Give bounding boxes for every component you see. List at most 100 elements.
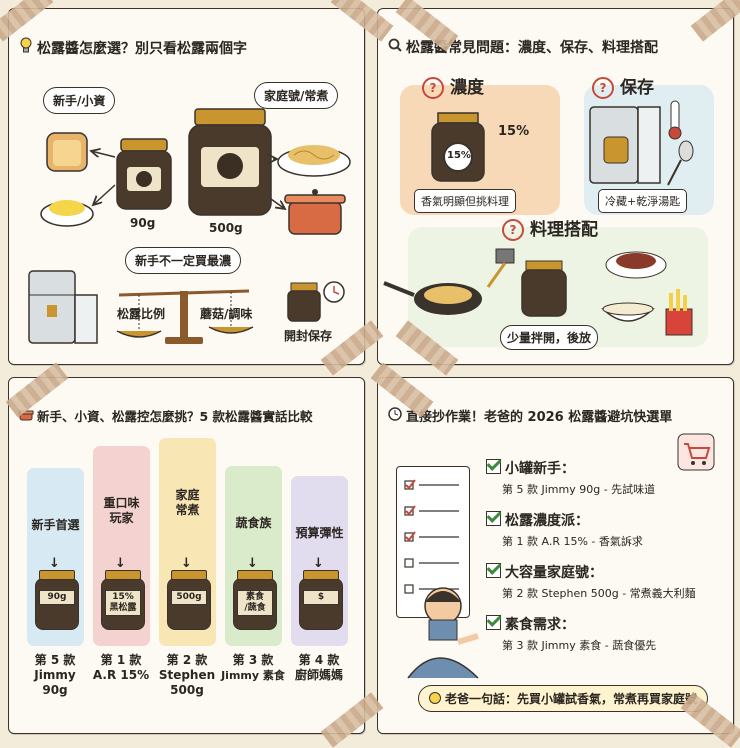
panel1-illustration bbox=[28, 108, 351, 344]
footer-line: Jimmy bbox=[34, 668, 76, 682]
checklist-head: 小罐新手： bbox=[486, 458, 655, 478]
question-concentration: ?濃度 bbox=[422, 73, 484, 99]
size-label-small: 90g bbox=[130, 216, 156, 230]
footer-line: A.R 15% bbox=[92, 668, 150, 682]
panel-title-text: 新手、小資、松露控怎麼挑？5 款松露醬實話比較 bbox=[37, 409, 313, 424]
checklist-head: 松露濃度派： bbox=[486, 510, 643, 530]
question-mark-icon: ? bbox=[422, 77, 444, 99]
checklist-head: 大容量家庭號： bbox=[486, 562, 696, 582]
checklist-head: 素食需求： bbox=[486, 614, 656, 634]
column-label: 新手首選 bbox=[31, 518, 80, 532]
column-label: 預算彈性 bbox=[295, 526, 344, 540]
magnifier-percent: 15% bbox=[447, 150, 471, 161]
balance-scale-icon bbox=[116, 289, 254, 344]
down-arrow-icon: ↓ bbox=[181, 556, 192, 571]
down-arrow-icon: ↓ bbox=[115, 556, 126, 571]
jar-small-icon bbox=[116, 138, 172, 210]
panel2-illustration bbox=[383, 100, 694, 336]
storage-label: 開封保存 bbox=[284, 329, 333, 343]
checkmark-icon bbox=[486, 459, 501, 474]
jar-label: 15% 黑松露 bbox=[105, 590, 141, 616]
lightbulb-icon bbox=[19, 37, 33, 57]
question-mark-icon: ? bbox=[592, 77, 614, 99]
clock-icon bbox=[388, 407, 402, 425]
toast-icon bbox=[46, 132, 88, 172]
footer-line: 90g bbox=[42, 683, 68, 697]
down-arrow-icon: ↓ bbox=[313, 556, 324, 571]
panel-quick-pick: 直接抄作業！老爸的 2026 松露醬避坑快選單 小罐新手：第 5 款 Jim bbox=[377, 377, 734, 734]
panel-faq: 松露醬常見問題：濃度、保存、料理搭配 ?濃度 ?保存 ?料理搭配 15% 15%… bbox=[377, 8, 734, 365]
jar-icon bbox=[521, 260, 567, 317]
steak-icon bbox=[605, 251, 667, 279]
question-cooking: ?料理搭配 bbox=[502, 215, 598, 241]
checklist-sub: 第 1 款 A.R 15% - 香氣訴求 bbox=[502, 535, 643, 548]
column-label: 重口味 玩家 bbox=[103, 496, 140, 525]
column-label: 家庭 常煮 bbox=[175, 488, 200, 517]
caption-concentration: 香氣明顯但挑料理 bbox=[414, 189, 516, 213]
checkmark-icon bbox=[486, 563, 501, 578]
checklist-sub: 第 2 款 Stephen 500g - 常煮義大利麵 bbox=[502, 587, 696, 600]
lightbulb-icon bbox=[429, 692, 441, 704]
jar-label: $ bbox=[303, 590, 339, 605]
panel-title-text: 松露醬常見問題：濃度、保存、料理搭配 bbox=[406, 40, 658, 56]
panel-choose: 松露醬怎麼選？別只看松露兩個字 新手/小資 家庭號/常煮 bbox=[8, 8, 365, 365]
magnifier-icon bbox=[443, 142, 473, 172]
jar-lid bbox=[105, 570, 141, 580]
magnifier-icon bbox=[388, 38, 402, 56]
footer-line: 第 5 款 bbox=[34, 653, 76, 667]
caption-cooking: 少量拌開，後放 bbox=[500, 325, 599, 350]
footer-line: 廚師媽媽 bbox=[294, 668, 343, 682]
checklist-sub: 第 3 款 Jimmy 素食 - 蔬食優先 bbox=[502, 639, 657, 652]
speech-bubble: 家庭號/常煮 bbox=[254, 82, 339, 109]
jar-label: 素食 /蔬食 bbox=[237, 590, 273, 616]
jar-label: 500g bbox=[171, 590, 207, 605]
footer-line: 500g bbox=[170, 683, 204, 697]
footer-line: 第 1 款 bbox=[100, 653, 142, 667]
dad-note: 老爸一句話：先買小罐試香氣，常煮再買家庭號 bbox=[418, 685, 709, 712]
fridge-icon bbox=[28, 270, 98, 344]
down-arrow-icon: ↓ bbox=[49, 556, 60, 571]
column-footer: 第 3 款 Jimmy 素食 bbox=[221, 653, 285, 683]
speech-bubble: 新手/小資 bbox=[43, 87, 116, 114]
spoon-icon bbox=[667, 140, 694, 186]
storage-jar-icon bbox=[287, 282, 321, 322]
footer-line: 第 3 款 bbox=[232, 653, 274, 667]
risotto-bowl-icon bbox=[601, 302, 655, 322]
checkmark-icon bbox=[486, 511, 501, 526]
balance-right-label: 蘑菇/調味 bbox=[200, 307, 253, 321]
panel4-illustration bbox=[407, 433, 715, 679]
balance-caption: 新手不一定買最濃 bbox=[125, 247, 242, 274]
jar-lid bbox=[171, 570, 207, 580]
checklist-item: 松露濃度派： 第 1 款 A.R 15% - 香氣訴求 bbox=[486, 510, 643, 549]
panel-title: 松露醬常見問題：濃度、保存、料理搭配 bbox=[388, 37, 658, 57]
pot-icon bbox=[284, 189, 346, 235]
footer-line: Jimmy 素食 bbox=[221, 669, 285, 682]
checklist-item: 素食需求： 第 3 款 Jimmy 素食 - 蔬食優先 bbox=[486, 614, 656, 653]
footer-line: 第 2 款 bbox=[166, 653, 208, 667]
panel-title: 松露醬怎麼選？別只看松露兩個字 bbox=[19, 37, 247, 58]
fridge-icon bbox=[589, 106, 661, 184]
spatula-icon bbox=[486, 248, 515, 288]
size-label-large: 500g bbox=[209, 221, 243, 235]
thermometer-icon bbox=[668, 100, 682, 140]
balance-left-label: 松露比例 bbox=[117, 307, 166, 321]
checklist-paper bbox=[396, 466, 470, 618]
footer-line: Stephen bbox=[158, 668, 216, 682]
checkmark-icon bbox=[486, 615, 501, 630]
panel-title-text: 直接抄作業！老爸的 2026 松露醬避坑快選單 bbox=[406, 410, 673, 425]
dad-avatar-icon bbox=[407, 587, 479, 679]
dad-note-text: 老爸一句話：先買小罐試香氣，常煮再買家庭號 bbox=[445, 692, 698, 706]
jar-label: 90g bbox=[39, 590, 75, 605]
panel-title: 直接抄作業！老爸的 2026 松露醬避坑快選單 bbox=[388, 406, 672, 425]
fries-icon bbox=[665, 289, 693, 336]
down-arrow-icon: ↓ bbox=[247, 556, 258, 571]
caption-storage: 冷藏+乾淨湯匙 bbox=[598, 189, 688, 213]
column-label: 蔬食族 bbox=[235, 516, 272, 530]
frying-pan-icon bbox=[383, 281, 482, 315]
scrambled-egg-icon bbox=[40, 200, 94, 227]
column-footer: 第 4 款廚師媽媽 bbox=[287, 653, 351, 683]
footer-line: 第 4 款 bbox=[298, 653, 340, 667]
